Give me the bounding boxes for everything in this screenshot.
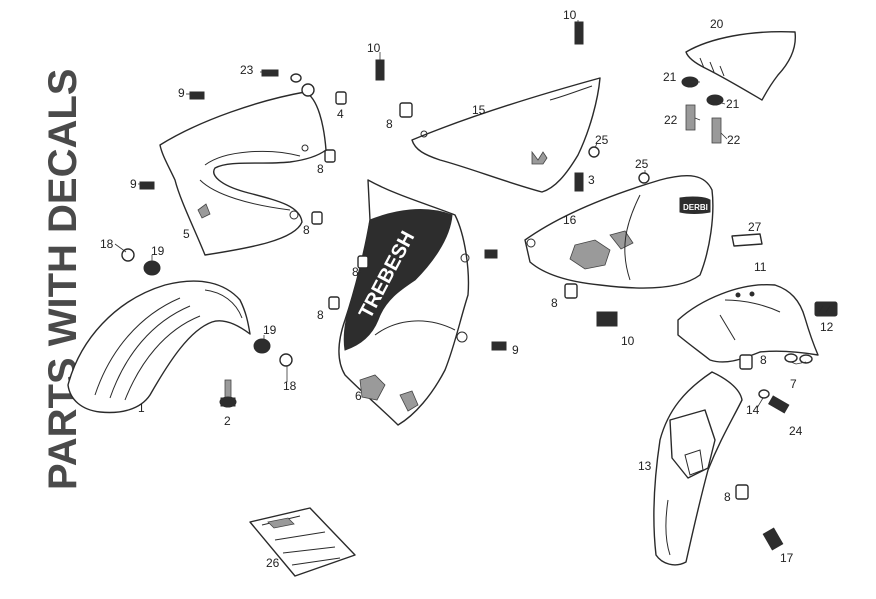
callout-8-c: 8: [303, 223, 310, 237]
callout-9-c: 9: [512, 343, 519, 357]
callout-10-c: 10: [621, 334, 635, 348]
callout-19-b: 19: [263, 323, 277, 337]
callout-8-b: 8: [317, 162, 324, 176]
small-block-part: [731, 233, 763, 247]
callout-18-a: 18: [100, 237, 114, 251]
callout-21-a: 21: [663, 70, 677, 84]
callout-6: 6: [355, 389, 362, 403]
callout-7: 7: [790, 377, 797, 391]
rear-mudguard-part: [653, 371, 743, 566]
callout-15: 15: [472, 103, 486, 117]
callout-18-b: 18: [283, 379, 297, 393]
callout-10-b: 10: [367, 41, 381, 55]
front-shroud-part: TREBESH: [338, 179, 470, 426]
callout-8-f: 8: [551, 296, 558, 310]
rear-bracket-part: [677, 283, 819, 363]
fender-bolt-part: [219, 379, 237, 408]
rear-side-panel-part: DERBI: [524, 174, 714, 289]
decal-sheet-part: [249, 507, 356, 577]
callout-10-a: 10: [563, 8, 577, 22]
callout-14: 14: [746, 403, 760, 417]
callout-3: 3: [588, 173, 595, 187]
callout-22-b: 22: [727, 133, 741, 147]
callout-8-g: 8: [760, 353, 767, 367]
callout-16: 16: [563, 213, 577, 227]
diagram-title: PARTS WITH DECALS: [41, 69, 85, 490]
callout-24: 24: [789, 424, 803, 438]
callout-11: 11: [754, 260, 767, 274]
side-number-panel-part: [411, 77, 601, 193]
callout-9-a: 9: [178, 86, 185, 100]
callout-1: 1: [138, 401, 145, 415]
callout-23: 23: [240, 63, 254, 77]
callout-5: 5: [183, 227, 190, 241]
callout-8-a: 8: [386, 117, 393, 131]
callout-labels: 1 2 3 4 5 6 7 8 8 8 8 8 8 8 8 8 9 9 9 10…: [100, 8, 834, 570]
callout-22-a: 22: [664, 113, 678, 127]
seat-tail-part: [685, 30, 797, 101]
callout-21-b: 21: [726, 97, 740, 111]
callout-27: 27: [748, 220, 762, 234]
front-fender-part: [67, 280, 251, 414]
callout-4: 4: [337, 107, 344, 121]
callout-8-h: 8: [724, 490, 731, 504]
callout-8-e: 8: [317, 308, 324, 322]
callout-9-b: 9: [130, 177, 137, 191]
side-panel-decal-text: DERBI: [683, 203, 708, 212]
hardware-parts: [121, 21, 813, 551]
callout-19-a: 19: [151, 244, 165, 258]
callout-20: 20: [710, 17, 724, 31]
callout-25-a: 25: [595, 133, 609, 147]
callout-13: 13: [638, 459, 652, 473]
callout-17: 17: [780, 551, 794, 565]
callout-2: 2: [224, 414, 231, 428]
callout-25-b: 25: [635, 157, 649, 171]
reflector-part: [814, 301, 838, 317]
callout-26: 26: [266, 556, 280, 570]
callout-8-d: 8: [352, 265, 359, 279]
callout-12: 12: [820, 320, 834, 334]
leader-lines: [114, 20, 807, 409]
